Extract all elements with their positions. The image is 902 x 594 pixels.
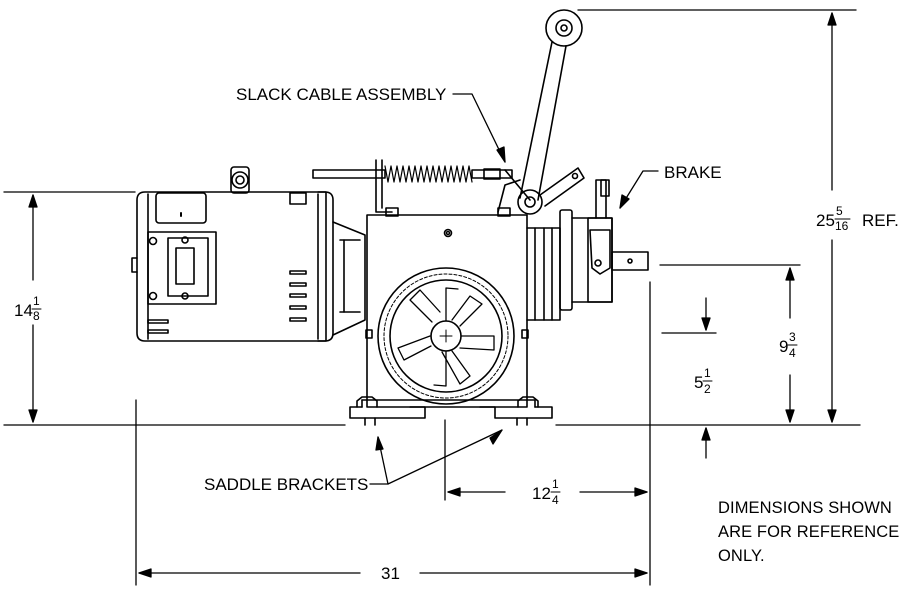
drum xyxy=(377,267,515,405)
svg-text:14: 14 xyxy=(14,301,33,320)
svg-text:16: 16 xyxy=(835,219,849,233)
note-line: ARE FOR REFERENCE xyxy=(718,523,900,541)
dim-shaft-offset: 12 1 4 xyxy=(532,477,561,507)
dim-overall-height: 25 5 16 REF. xyxy=(816,204,899,233)
svg-text:2: 2 xyxy=(704,382,711,396)
extension-lines xyxy=(3,9,861,586)
leader-lines xyxy=(369,93,659,485)
dim-center-height: 5 1 2 xyxy=(694,366,713,396)
label-slack-cable: SLACK CABLE ASSEMBLY xyxy=(236,85,446,104)
slack-cable-assembly xyxy=(312,159,531,213)
terminal-box xyxy=(155,192,207,224)
dim-overall-length: 31 xyxy=(381,564,400,583)
gearbox xyxy=(349,207,553,426)
motor-plug xyxy=(289,192,307,205)
svg-text:8: 8 xyxy=(33,309,40,323)
label-saddle-brackets: SADDLE BRACKETS xyxy=(204,475,368,494)
lifting-eye xyxy=(230,166,250,194)
coupling xyxy=(332,221,366,336)
svg-text:25: 25 xyxy=(816,211,835,230)
rod xyxy=(312,169,386,179)
svg-text:4: 4 xyxy=(552,493,559,507)
dimension-lines xyxy=(28,12,837,578)
dim-shaft-height: 9 3 4 xyxy=(779,330,798,360)
svg-text:12: 12 xyxy=(532,484,551,503)
svg-text:5: 5 xyxy=(836,204,843,218)
svg-text:9: 9 xyxy=(779,337,788,356)
svg-text:1: 1 xyxy=(552,477,559,491)
gearbox-housing xyxy=(366,214,528,408)
dim-height-total: 14 1 8 xyxy=(14,294,42,323)
svg-text:1: 1 xyxy=(704,366,711,380)
note-line: DIMENSIONS SHOWN xyxy=(718,499,892,517)
lever-arm xyxy=(517,9,585,215)
svg-text:1: 1 xyxy=(33,294,40,308)
output-shaft xyxy=(611,251,649,271)
conduit-box xyxy=(147,231,217,305)
vent-slots xyxy=(147,270,307,334)
reference-note: DIMENSIONS SHOWN ARE FOR REFERENCE ONLY. xyxy=(718,496,900,568)
svg-text:3: 3 xyxy=(789,330,796,344)
spring xyxy=(384,165,473,183)
note-line: ONLY. xyxy=(718,547,765,565)
motor xyxy=(131,166,334,342)
brake xyxy=(526,179,649,321)
svg-text:REF.: REF. xyxy=(862,211,899,230)
drum-spokes xyxy=(397,287,495,387)
label-brake: BRAKE xyxy=(664,163,722,182)
svg-text:5: 5 xyxy=(694,373,703,392)
svg-text:4: 4 xyxy=(789,346,796,360)
